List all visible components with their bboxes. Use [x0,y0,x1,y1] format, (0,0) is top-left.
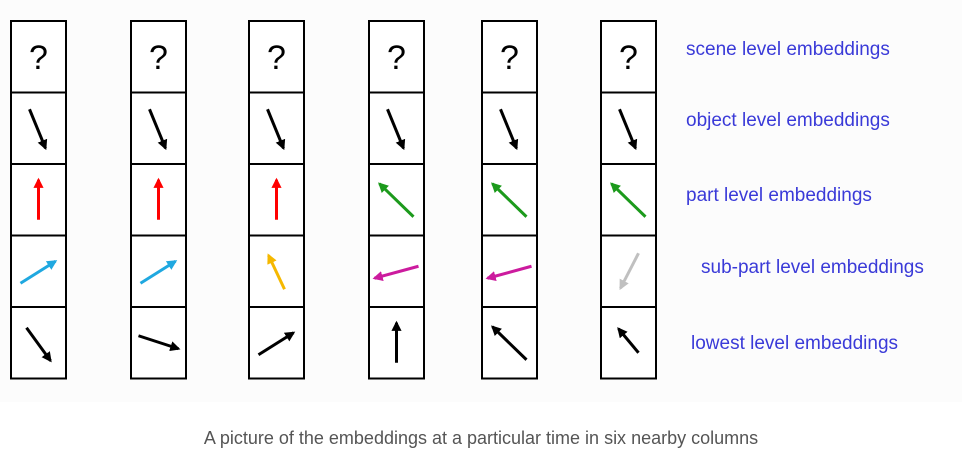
cell-scene [248,20,305,94]
object-embedding-arrow [618,108,638,151]
object-embedding-arrow [386,108,406,151]
label-part-level: part level embeddings [686,185,872,206]
object-embedding-arrow [266,108,286,151]
columns-layer: ?????? [10,20,657,380]
part-embedding-arrow [610,182,647,218]
lowest-embedding-arrow [491,325,528,361]
column-3: ? [248,20,305,380]
unknown-scene-mark: ? [29,39,48,77]
lowest-embedding-arrow [257,331,296,357]
part-embedding-arrow [378,182,415,218]
lowest-embedding-arrow [138,334,181,352]
lowest-embedding-arrow [617,327,640,354]
sub-part-embedding-arrow [372,264,419,282]
figure-caption: A picture of the embeddings at a particu… [203,428,759,448]
sub-part-embedding-arrow [139,259,178,285]
labels-layer: scene level embeddings object level embed… [686,39,924,354]
unknown-scene-mark: ? [387,39,406,77]
object-embedding-arrow [28,108,48,151]
cell-scene [10,20,67,94]
sub-part-embedding-arrow [267,253,286,290]
object-embedding-arrow [499,108,519,151]
column-1: ? [10,20,67,380]
unknown-scene-mark: ? [500,39,519,77]
sub-part-embedding-arrow [619,252,640,291]
cell-scene [368,20,425,94]
column-2: ? [130,20,187,380]
part-embedding-arrow [491,182,528,218]
unknown-scene-mark: ? [267,39,286,77]
cell-scene [481,20,538,94]
cell-sub-part [600,234,657,308]
column-6: ? [600,20,657,380]
label-lowest-level: lowest level embeddings [691,333,898,354]
unknown-scene-mark: ? [619,39,638,77]
sub-part-embedding-arrow [19,259,58,285]
embeddings-diagram: ?????? scene level embeddings object leve… [10,20,924,380]
lowest-embedding-arrow [25,326,52,363]
cell-scene [130,20,187,94]
label-object-level: object level embeddings [686,110,890,131]
cell-sub-part [248,234,305,308]
sub-part-embedding-arrow [485,264,532,282]
unknown-scene-mark: ? [149,39,168,77]
label-scene-level: scene level embeddings [686,39,890,60]
label-sub-part-level: sub-part level embeddings [701,257,924,278]
column-5: ? [481,20,538,380]
object-embedding-arrow [148,108,168,151]
column-4: ? [368,20,425,380]
figure-panel: ?????? scene level embeddings object leve… [10,20,924,380]
